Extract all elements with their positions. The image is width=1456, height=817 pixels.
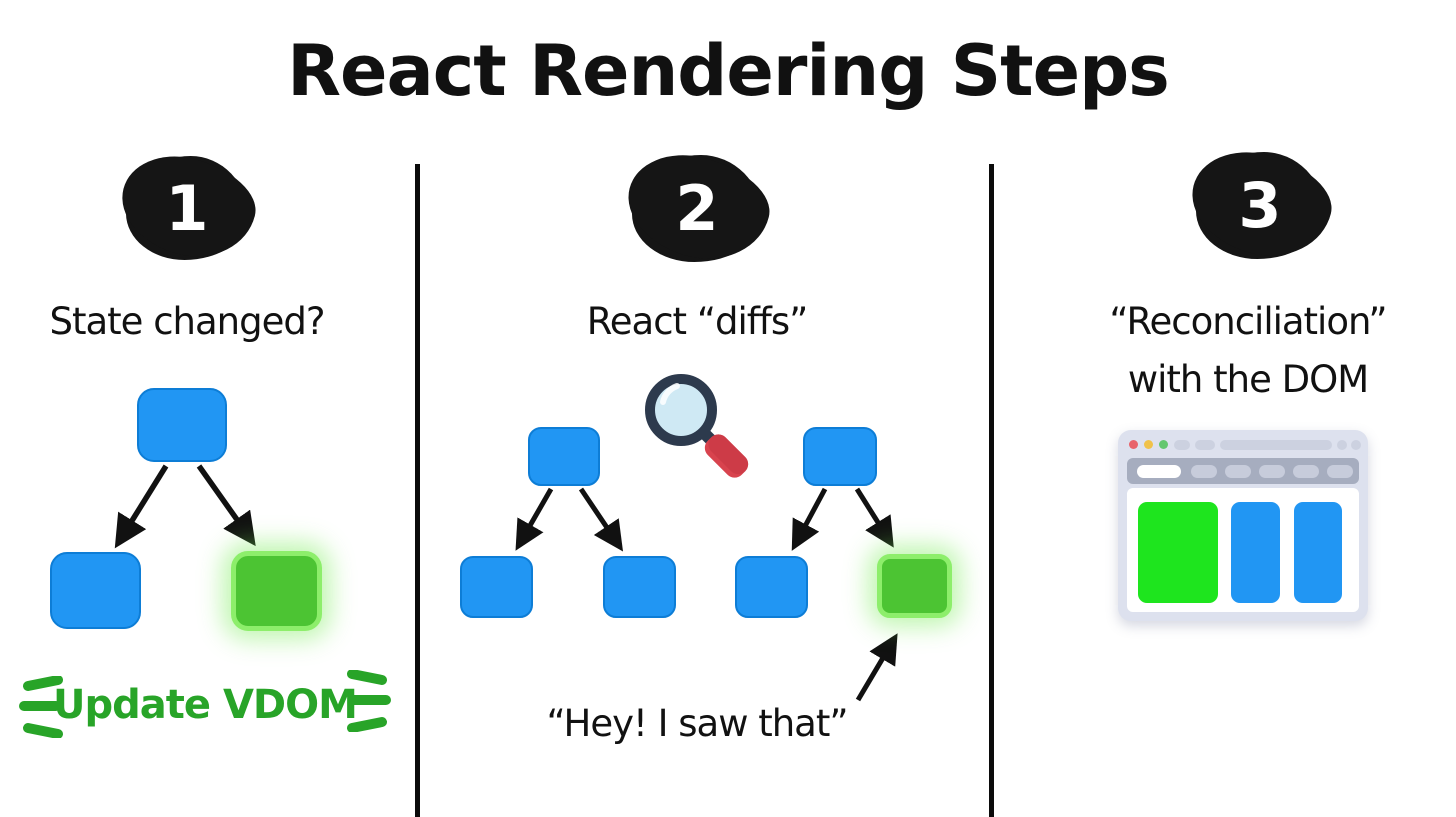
- step2-changed-node: [877, 554, 952, 618]
- browser-top-pill: [1195, 440, 1215, 450]
- column-divider-2: [989, 164, 994, 817]
- step-2-number: 2: [675, 172, 719, 245]
- diagram-title: React Rendering Steps: [287, 30, 1170, 112]
- emphasis-marks-right-icon: [347, 670, 391, 732]
- step1-arrow-root-to-changed-child: [196, 464, 256, 547]
- step2-left-tree-child-a-node: [460, 556, 533, 618]
- step2-left-tree-root-node: [528, 427, 600, 486]
- step-2-badge: 2: [632, 155, 762, 262]
- browser-top-pill: [1174, 440, 1190, 450]
- browser-address-pill: [1220, 440, 1332, 450]
- step-1-number: 1: [165, 171, 209, 245]
- step2-right-tree-arrow-changed: [854, 487, 894, 548]
- browser-window-icon: [1118, 430, 1368, 621]
- step-3-number: 3: [1238, 169, 1282, 242]
- step-3-badge: 3: [1196, 152, 1324, 259]
- browser-top-pill: [1351, 440, 1361, 450]
- step-3-label-line1: “Reconciliation”: [1109, 300, 1387, 343]
- browser-toolbar-pill: [1327, 465, 1353, 478]
- column-divider-1: [415, 164, 420, 817]
- browser-toolbar-pill: [1225, 465, 1251, 478]
- browser-maximize-dot: [1159, 440, 1168, 449]
- browser-toolbar-pill: [1259, 465, 1285, 478]
- step2-right-tree-root-node: [803, 427, 877, 486]
- browser-toolbar-active-tab-pill: [1137, 465, 1181, 478]
- step2-left-tree-arrow-left: [515, 487, 554, 551]
- step1-left-child-node: [50, 552, 141, 629]
- step-1-badge: 1: [126, 156, 248, 260]
- dom-updated-block: [1138, 502, 1218, 603]
- browser-toolbar-pill: [1293, 465, 1319, 478]
- step-1-label: State changed?: [49, 300, 326, 343]
- browser-toolbar-pill: [1191, 465, 1217, 478]
- step2-right-tree-child-node: [735, 556, 808, 618]
- dom-block: [1231, 502, 1280, 603]
- browser-toolbar: [1127, 458, 1359, 484]
- dom-block: [1294, 502, 1342, 603]
- emphasis-marks-left-icon: [19, 676, 63, 738]
- hey-i-saw-that-caption: “Hey! I saw that”: [546, 702, 848, 745]
- step1-root-node: [137, 388, 227, 462]
- magnifying-glass-icon: [645, 374, 749, 478]
- step1-arrow-root-to-left-child: [114, 464, 169, 549]
- step2-left-tree-arrow-right: [578, 487, 624, 552]
- step2-right-tree-arrow-left: [791, 487, 828, 551]
- update-vdom-caption: Update VDOM: [53, 682, 358, 728]
- browser-content-area: [1127, 488, 1359, 612]
- step1-changed-node: [231, 551, 322, 631]
- step-3-label-line2: with the DOM: [1127, 358, 1369, 401]
- browser-top-pill: [1337, 440, 1347, 450]
- browser-close-dot: [1129, 440, 1138, 449]
- step2-left-tree-child-b-node: [603, 556, 676, 618]
- hey-caption-pointer-arrow: [855, 633, 898, 702]
- browser-minimize-dot: [1144, 440, 1153, 449]
- step-2-label: React “diffs”: [586, 300, 809, 343]
